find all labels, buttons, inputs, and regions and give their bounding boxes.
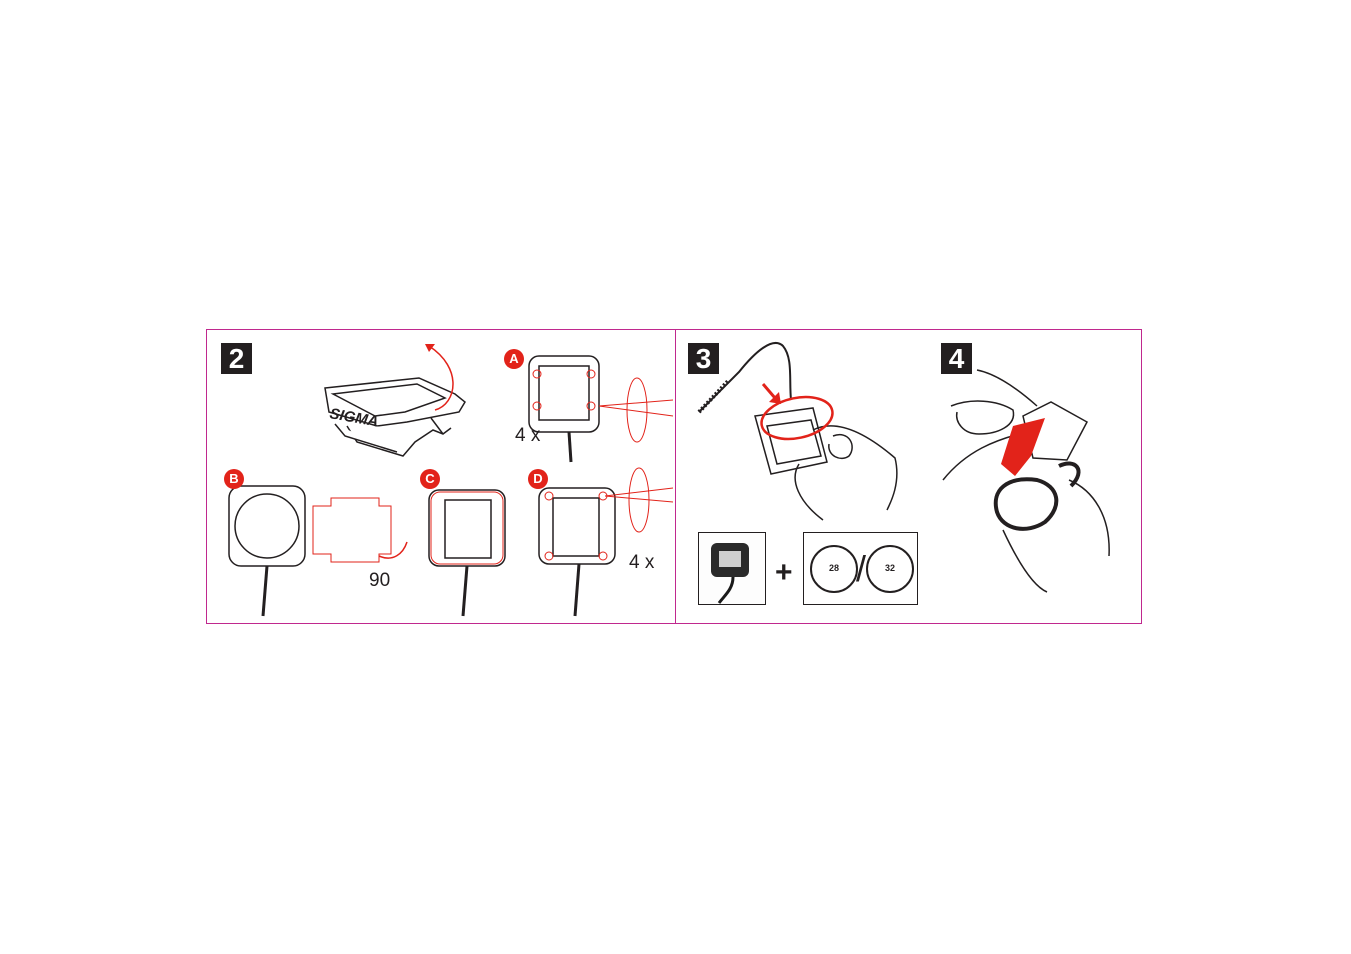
- instruction-sheet: 2 SIGMA: [206, 329, 1142, 624]
- rubber-ring-icon: [996, 479, 1057, 529]
- step-4-illustrations: [207, 330, 1143, 625]
